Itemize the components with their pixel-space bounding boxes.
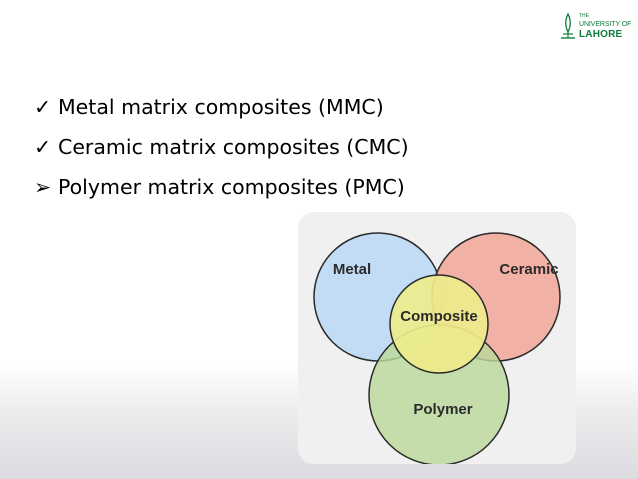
logo-text-university-of: UNIVERSITY OF: [579, 21, 632, 28]
logo-text-the: THE: [579, 13, 589, 19]
arrow-bullet-icon: ➢: [34, 175, 52, 199]
bullet-item: ✓Ceramic matrix composites (CMC): [34, 127, 409, 167]
logo-text-lahore: LAHORE: [579, 29, 623, 40]
university-emblem-icon: [561, 12, 575, 39]
venn-circle-composite: [389, 274, 489, 374]
bullet-text: Polymer matrix composites (PMC): [58, 175, 405, 199]
venn-label-polymer: Polymer: [413, 401, 472, 418]
bullet-item: ✓Metal matrix composites (MMC): [34, 87, 409, 127]
bullet-item: ➢Polymer matrix composites (PMC): [34, 167, 409, 207]
venn-label-composite: Composite: [400, 308, 478, 325]
check-mark-icon: ✓: [34, 95, 52, 119]
venn-label-ceramic: Ceramic: [499, 261, 558, 278]
bullet-text: Metal matrix composites (MMC): [58, 95, 384, 119]
bullet-text: Ceramic matrix composites (CMC): [58, 135, 409, 159]
venn-diagram: Metal Ceramic Composite Polymer: [313, 232, 561, 464]
check-mark-icon: ✓: [34, 135, 52, 159]
university-logo: THE UNIVERSITY OF LAHORE: [557, 12, 631, 42]
bullet-list: ✓Metal matrix composites (MMC) ✓Ceramic …: [34, 87, 409, 207]
venn-diagram-frame: Metal Ceramic Composite Polymer: [298, 212, 576, 464]
venn-label-metal: Metal: [333, 261, 371, 278]
